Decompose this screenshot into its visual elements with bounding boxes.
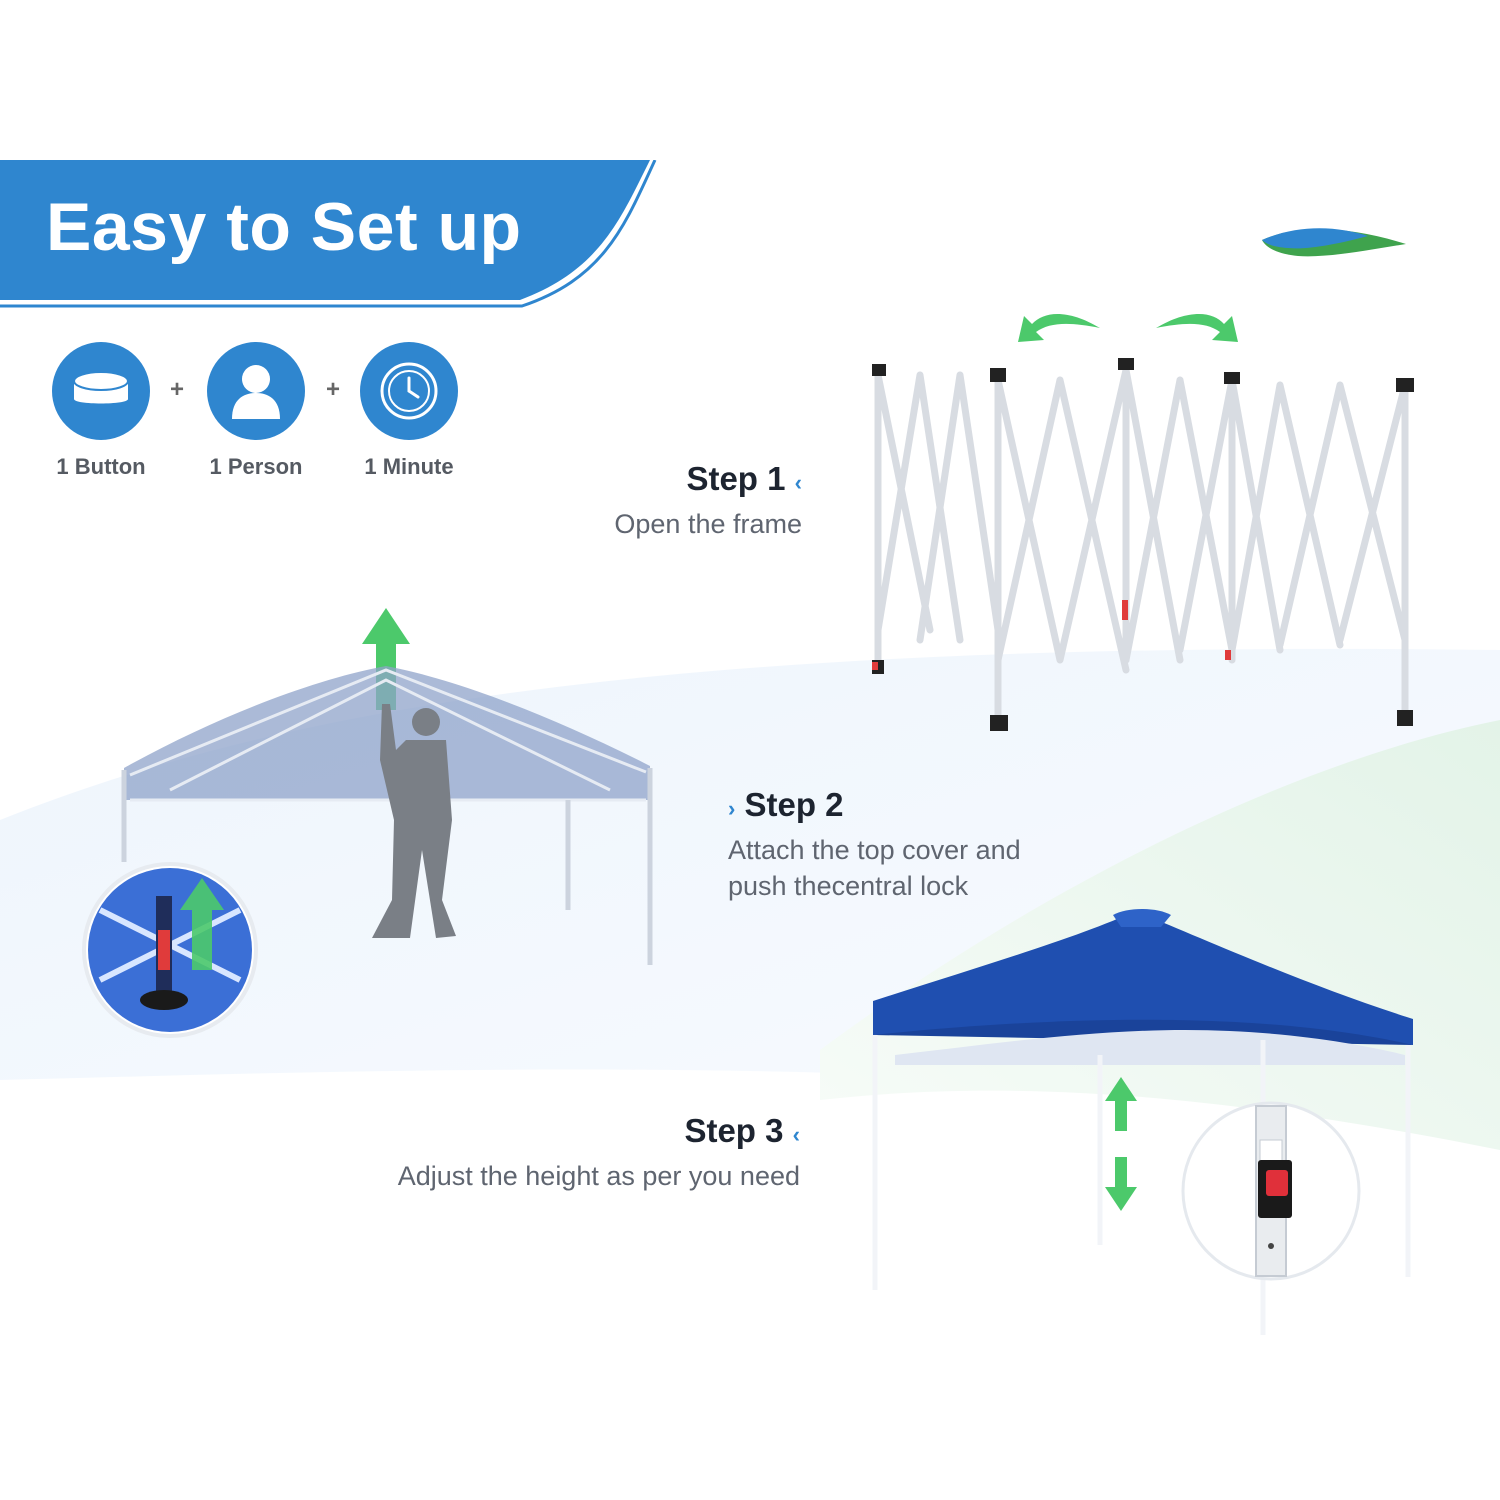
step-description-line: Attach the top cover and (728, 835, 1021, 865)
step-description: Adjust the height as per you need (397, 1161, 800, 1191)
step-description: Open the frame (614, 509, 802, 539)
title-banner (0, 160, 657, 308)
expand-arrows-icon (1018, 313, 1238, 342)
central-lock-closeup (82, 862, 258, 1038)
person-silhouette (372, 704, 456, 938)
feature-label: 1 Person (209, 454, 303, 479)
step-1: Step 1 ‹ Open the frame (480, 460, 802, 542)
page-title: Easy to Set up (46, 189, 522, 265)
feature-label: 1 Minute (364, 454, 454, 479)
button-icon (52, 342, 150, 440)
step-2: › Step 2 Attach the top cover and push t… (728, 786, 1128, 904)
frame-illustration (872, 313, 1414, 731)
feature-button: 1 Button (41, 342, 161, 480)
height-lock-closeup (1181, 1101, 1361, 1281)
plus-sign: + (170, 376, 185, 403)
chevron-left-icon: ‹ (794, 470, 802, 495)
push-up-arrow-icon (362, 608, 410, 710)
chevron-right-icon: › (728, 796, 736, 821)
step-title: Step 2 (744, 786, 844, 823)
brand-logo (1262, 228, 1406, 257)
person-icon (207, 342, 305, 440)
step-3: Step 3 ‹ Adjust the height as per you ne… (300, 1112, 800, 1194)
adjust-height-arrow-icon (1105, 1077, 1137, 1211)
step-description-line: push thecentral lock (728, 871, 969, 901)
blue-canopy-illustration (872, 909, 1413, 1335)
clock-icon (360, 342, 458, 440)
step-title: Step 1 (686, 460, 786, 497)
feature-person: 1 Person (196, 342, 316, 480)
chevron-left-icon: ‹ (792, 1122, 800, 1147)
step-title: Step 3 (684, 1112, 784, 1149)
canopy-cover-illustration (121, 608, 653, 965)
plus-sign: + (326, 376, 341, 403)
feature-minute: 1 Minute (349, 342, 469, 480)
feature-label: 1 Button (56, 454, 146, 479)
